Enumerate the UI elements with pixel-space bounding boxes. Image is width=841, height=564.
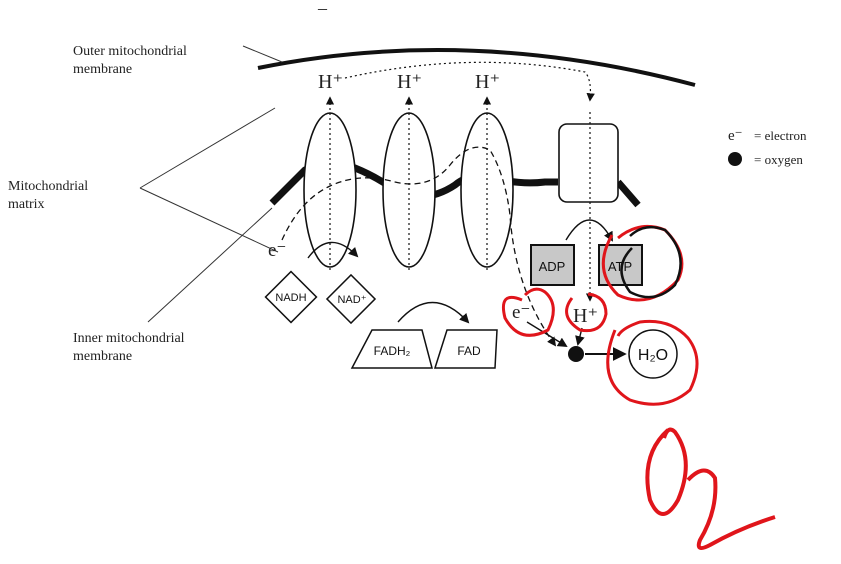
fadh2-to-fad-arrow bbox=[397, 301, 470, 324]
nadh-to-nad-arrow bbox=[307, 241, 359, 259]
red-circle-water bbox=[606, 319, 699, 406]
nad-diamond bbox=[325, 273, 377, 325]
h-plus-2: H⁺ bbox=[397, 71, 422, 93]
inner-membrane-leader bbox=[147, 207, 273, 323]
handwritten-subscript-2-icon bbox=[686, 468, 776, 551]
h-plus-1: H⁺ bbox=[318, 71, 343, 93]
adp-box bbox=[530, 244, 575, 286]
adp-label: ADP bbox=[539, 259, 566, 274]
matrix-leader-lower bbox=[139, 187, 279, 253]
top-mark: – bbox=[317, 0, 328, 18]
adp-to-atp-arrow bbox=[565, 219, 613, 242]
black-scribble-atp bbox=[620, 225, 682, 299]
handwritten-o2-icon bbox=[645, 427, 688, 516]
red-circle-electron bbox=[501, 287, 555, 337]
oxygen-dot bbox=[568, 346, 584, 362]
electron-to-oxygen-arrow bbox=[526, 321, 568, 348]
electron-label-lower: e⁻ bbox=[512, 302, 530, 323]
matrix-label-line1: Mitochondrial bbox=[8, 179, 88, 194]
water-label: H₂O bbox=[638, 347, 668, 364]
atp-synthase bbox=[558, 123, 619, 203]
inner-membrane-label-line1: Inner mitochondrial bbox=[73, 331, 185, 346]
outer-membrane bbox=[257, 48, 696, 87]
water-circle bbox=[628, 329, 678, 379]
outer-membrane-label-line1: Outer mitochondrial bbox=[73, 44, 187, 59]
outer-membrane-leader bbox=[242, 45, 283, 63]
legend-electron-text: = electron bbox=[754, 128, 807, 143]
nad-label: NAD⁺ bbox=[337, 294, 366, 306]
fadh2-trapezoid bbox=[350, 329, 433, 369]
inner-membrane-label-line2: membrane bbox=[73, 349, 132, 364]
h-plus-3: H⁺ bbox=[475, 71, 500, 93]
fad-label: FAD bbox=[457, 344, 481, 358]
fadh2-label: FADH₂ bbox=[374, 344, 411, 358]
electron-path bbox=[281, 146, 557, 347]
nadh-diamond bbox=[264, 270, 318, 324]
matrix-leader-upper bbox=[139, 107, 276, 189]
legend-oxygen-dot bbox=[728, 152, 742, 166]
h-plus-lower: H⁺ bbox=[573, 305, 598, 327]
electron-label-left: e⁻ bbox=[268, 240, 286, 261]
nadh-label: NADH bbox=[275, 292, 306, 304]
matrix-label-line2: matrix bbox=[8, 197, 45, 212]
red-circle-proton bbox=[565, 292, 608, 333]
atp-label: ATP bbox=[608, 259, 632, 274]
legend-oxygen-text: = oxygen bbox=[754, 152, 803, 167]
proton-return-arc bbox=[344, 61, 595, 102]
outer-membrane-label-line2: membrane bbox=[73, 62, 132, 77]
fad-trapezoid bbox=[433, 329, 498, 369]
legend-electron-symbol: e⁻ bbox=[728, 128, 743, 144]
